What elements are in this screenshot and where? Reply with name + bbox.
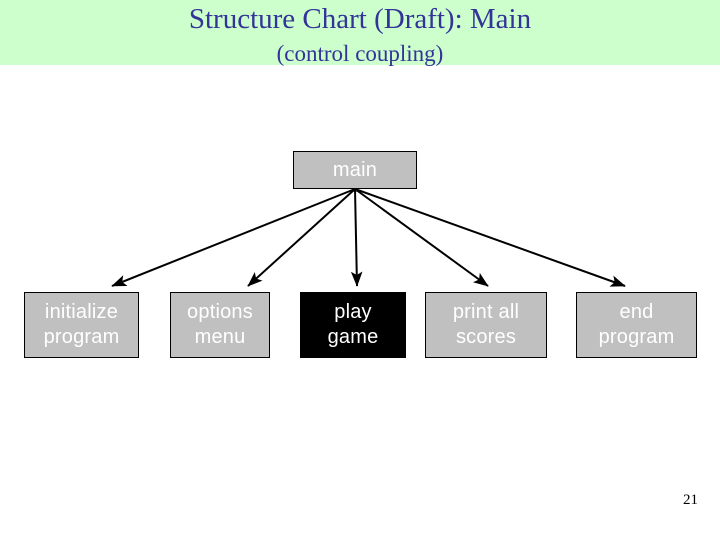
node-print-all-scores[interactable]: print all scores	[425, 292, 547, 358]
node-main[interactable]: main	[293, 151, 417, 189]
page-number: 21	[683, 492, 698, 508]
header-band	[0, 0, 720, 65]
node-label-line2: program	[43, 326, 120, 348]
node-label-line2: scores	[455, 326, 517, 348]
node-main-label: main	[332, 158, 378, 181]
connector-to-initialize-program	[111, 188, 356, 287]
node-initialize-program[interactable]: initialize program	[24, 292, 139, 358]
connector-to-options-menu	[247, 188, 356, 287]
node-options-menu-label: options menu	[187, 300, 253, 350]
page-title: Structure Chart (Draft): Main	[188, 3, 532, 35]
node-end-program[interactable]: end program	[576, 292, 697, 358]
node-initialize-program-label: initialize program	[44, 300, 120, 350]
node-label-line1: play	[334, 301, 372, 323]
node-end-program-label: end program	[599, 300, 675, 350]
node-label-line2: game	[327, 326, 379, 348]
page-subtitle: (control coupling)	[276, 41, 444, 66]
node-label-line2: menu	[194, 326, 246, 348]
node-options-menu[interactable]: options menu	[170, 292, 270, 358]
node-print-all-scores-label: print all scores	[453, 300, 519, 350]
node-label-line1: options	[187, 301, 253, 323]
connector-to-play-game	[350, 188, 363, 287]
connector-to-print-all-scores	[354, 188, 489, 287]
node-label-line1: end	[619, 301, 654, 323]
node-label-line2: program	[598, 326, 675, 348]
node-label-line1: initialize	[44, 301, 119, 323]
connector-to-end-program	[354, 188, 626, 287]
node-play-game[interactable]: play game	[300, 292, 406, 358]
node-play-game-label: play game	[328, 300, 379, 350]
node-label-line1: print all	[452, 301, 520, 323]
